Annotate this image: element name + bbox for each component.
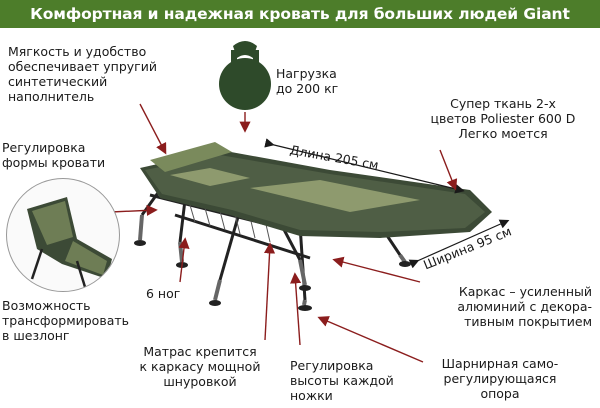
label-legs: 6 ног (146, 286, 181, 301)
label-transform: Возможность трансформировать в шезлонг (2, 298, 130, 343)
mattress-head-panel (170, 168, 250, 186)
label-load: Нагрузка до 200 кг (276, 66, 339, 96)
label-softness: Мягкость и удобство обеспечивает упругий… (8, 44, 157, 104)
label-shape-adjust: Регулировка формы кровати (2, 140, 106, 170)
label-hinge: Шарнирная само- регулирующаяся опора (441, 356, 559, 401)
width-dimension (408, 219, 510, 269)
page-title: Комфортная и надежная кровать для больши… (0, 0, 600, 28)
label-height-adjust: Регулировка высоты каждой ножки (290, 358, 394, 403)
label-mattress: Матрас крепится к каркасу мощной шнуровк… (139, 344, 261, 389)
lounger-inset (6, 178, 120, 292)
pillow (150, 142, 232, 172)
feet (134, 240, 411, 311)
label-frame: Каркас – усиленный алюминий с декора- ти… (457, 284, 592, 329)
label-fabric: Супер ткань 2-х цветов Poliester 600 D Л… (430, 96, 576, 141)
callout-arrows (110, 103, 458, 363)
length-dimension (264, 138, 465, 194)
lounger-illustration (27, 197, 112, 290)
kettlebell-icon (219, 41, 271, 110)
